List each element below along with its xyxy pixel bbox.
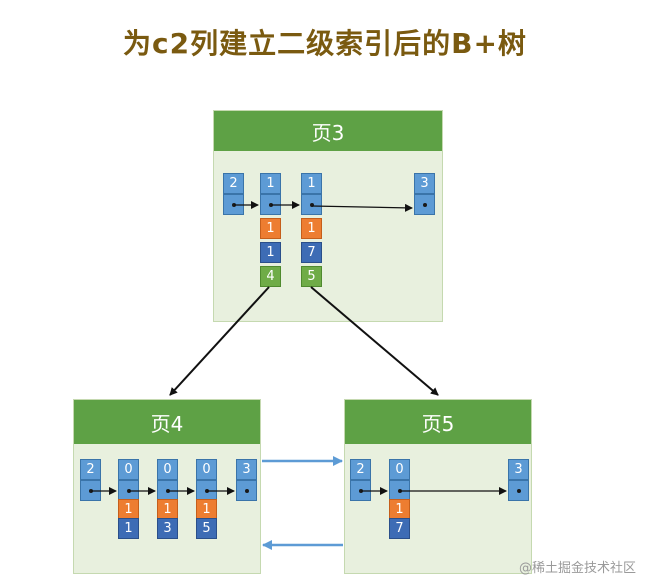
p5-record-2-key: 3 bbox=[508, 459, 529, 480]
pointer-dot bbox=[516, 488, 521, 493]
pointer-dot bbox=[244, 488, 249, 493]
pointer-dot bbox=[88, 488, 93, 493]
pointer-dot bbox=[126, 488, 131, 493]
page-5-label: 页5 bbox=[421, 411, 455, 436]
pointer-dot bbox=[165, 488, 170, 493]
pointer-dot bbox=[422, 202, 427, 207]
page-5-header: 页5 bbox=[345, 400, 531, 444]
p4-record-2-c1: 3 bbox=[157, 518, 178, 539]
page-3-label: 页3 bbox=[311, 120, 345, 145]
p4-record-1-key: 0 bbox=[118, 459, 139, 480]
pointer-dot bbox=[204, 488, 209, 493]
p4-record-1-c1: 1 bbox=[118, 518, 139, 539]
p3-record-1-page: 4 bbox=[260, 266, 281, 287]
page-5-box: 页5 bbox=[344, 399, 532, 574]
page-3-header: 页3 bbox=[214, 111, 442, 151]
pointer-dot bbox=[268, 202, 273, 207]
diagram-title: 为c2列建立二级索引后的B+树 bbox=[123, 27, 527, 60]
p4-record-3-key: 0 bbox=[196, 459, 217, 480]
p3-record-2-c1: 7 bbox=[301, 242, 322, 263]
child-arrow-page-4 bbox=[169, 286, 270, 396]
child-arrow-page-5 bbox=[310, 286, 439, 396]
pointer-dot bbox=[231, 202, 236, 207]
p3-next-arrow-2 bbox=[311, 203, 413, 212]
p4-record-4-pointer bbox=[236, 480, 257, 501]
p5-record-2-pointer bbox=[508, 480, 529, 501]
p3-record-1-c2: 1 bbox=[260, 218, 281, 239]
page-4-label: 页4 bbox=[150, 411, 184, 436]
p5-record-1-c1: 7 bbox=[389, 518, 410, 539]
p3-record-1-c1: 1 bbox=[260, 242, 281, 263]
pointer-dot bbox=[358, 488, 363, 493]
p5-record-1-key: 0 bbox=[389, 459, 410, 480]
watermark-text: @稀土掘金技术社区 bbox=[518, 561, 636, 576]
pointer-dot bbox=[397, 488, 402, 493]
p4-record-0-key: 2 bbox=[80, 459, 101, 480]
p4-record-2-c2: 1 bbox=[157, 499, 178, 520]
p3-record-1-key: 1 bbox=[260, 173, 281, 194]
p3-record-2-pointer bbox=[301, 194, 322, 215]
p3-record-2-key: 1 bbox=[301, 173, 322, 194]
p4-record-2-key: 0 bbox=[157, 459, 178, 480]
p4-record-4-key: 3 bbox=[236, 459, 257, 480]
page-4-header: 页4 bbox=[74, 400, 260, 444]
p3-record-3-key: 3 bbox=[414, 173, 435, 194]
p4-record-3-c1: 5 bbox=[196, 518, 217, 539]
p4-record-1-c2: 1 bbox=[118, 499, 139, 520]
p3-record-2-c2: 1 bbox=[301, 218, 322, 239]
p3-record-3-pointer bbox=[414, 194, 435, 215]
p5-record-0-key: 2 bbox=[350, 459, 371, 480]
pointer-dot bbox=[309, 202, 314, 207]
p3-record-0-key: 2 bbox=[223, 173, 244, 194]
page-3-box: 页3 bbox=[213, 110, 443, 322]
